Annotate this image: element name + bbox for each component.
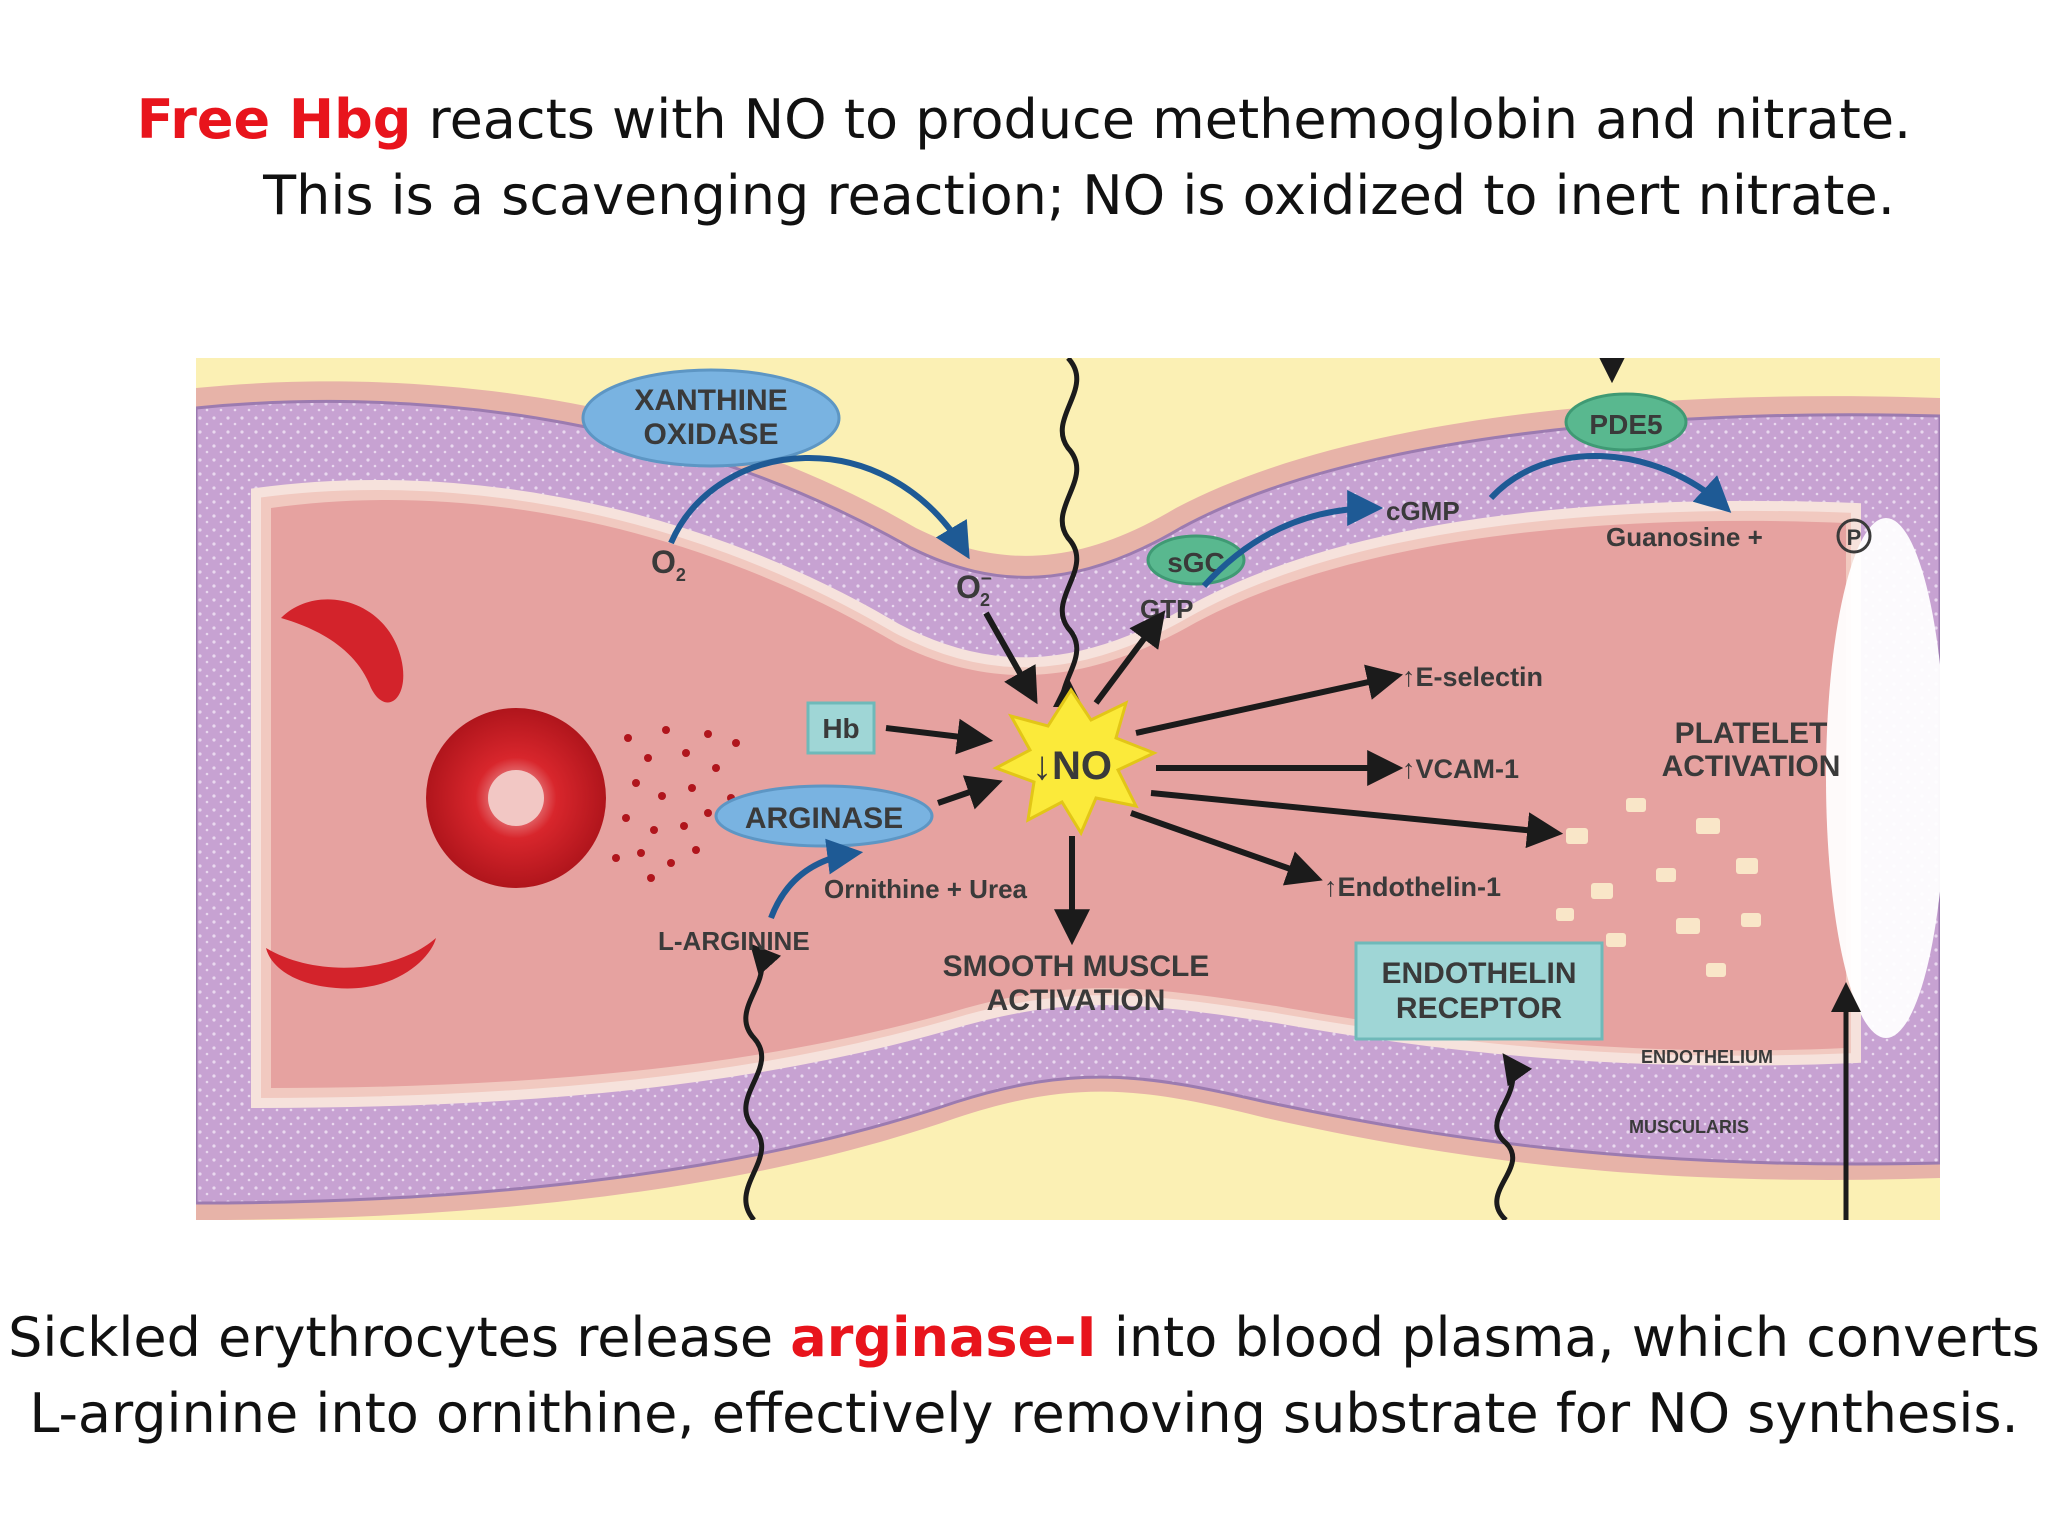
caption-top: Free Hbg reacts with NO to produce methe… (0, 82, 2048, 234)
e-selectin-label: ↑E-selectin (1402, 662, 1543, 692)
caption-bottom-line-1: Sickled erythrocytes release arginase-I … (0, 1300, 2048, 1376)
no-to-platelet-arrow (1150, 790, 1564, 849)
platelet-label-2: ACTIVATION (1662, 750, 1841, 783)
gtp-label: GTP (1140, 594, 1193, 624)
caption-top-line-1-text: reacts with NO to produce methemoglobin … (411, 88, 1912, 151)
superoxide-label: O–2 (956, 567, 992, 610)
endothelin-receptor-box (1354, 941, 1604, 1041)
cgmp-to-guanosine-arrow (1488, 452, 1732, 513)
caption-top-line-1: Free Hbg reacts with NO to produce methe… (0, 82, 2048, 158)
arginase-label: ARGINASE (745, 802, 903, 835)
arginase-to-no-arrow (937, 775, 1003, 810)
pde5-label: PDE5 (1589, 409, 1662, 440)
xanthine-oxidase-label-2: OXIDASE (643, 418, 778, 451)
l-arginine-label: L-ARGININE (658, 926, 810, 956)
ornithine-urea-label: Ornithine + Urea (824, 874, 1028, 904)
platelet-label-1: PLATELET (1675, 717, 1828, 750)
superoxide-to-no-arrow (983, 611, 1038, 705)
vessel-opening (1826, 518, 1940, 1038)
phosphate-label: P (1847, 525, 1862, 550)
pde5-badge (1564, 392, 1688, 452)
xanthine-oxidase-arrow (668, 455, 970, 560)
endothelin-receptor-label-2: RECEPTOR (1396, 992, 1562, 1025)
hb-to-no-arrow (885, 718, 994, 755)
hb-label: Hb (822, 713, 859, 744)
sgc-to-cgmp-arrow (1201, 490, 1384, 589)
endothelin-1-label: ↑Endothelin-1 (1324, 872, 1501, 902)
caption-bottom-line-1-pre: Sickled erythrocytes release (8, 1306, 791, 1369)
signal-wave-top (1059, 358, 1080, 720)
o2-label: O2 (651, 544, 686, 585)
caption-bottom-line-2: L-arginine into ornithine, effectively r… (29, 1382, 2019, 1445)
caption-bottom-highlight: arginase-I (790, 1306, 1097, 1369)
no-label: ↓NO (1032, 744, 1112, 788)
erythrocyte-center (488, 770, 544, 826)
muscularis-label: MUSCULARIS (1629, 1117, 1749, 1137)
endothelin-receptor-label-1: ENDOTHELIN (1382, 957, 1577, 990)
arginine-to-ornithine-arrow (768, 838, 864, 920)
hb-box (806, 701, 876, 755)
caption-bottom: Sickled erythrocytes release arginase-I … (0, 1300, 2048, 1452)
vascular-no-diagram: XANTHINE OXIDASE O2 O–2 sGC GTP cGMP PDE… (196, 358, 1940, 1220)
platelets (1556, 798, 1761, 977)
signal-wave-bottom-left (743, 943, 782, 1220)
endothelium-label: ENDOTHELIUM (1641, 1047, 1773, 1067)
smooth-muscle-label-1: SMOOTH MUSCLE (943, 950, 1210, 983)
arginase-badge (714, 784, 934, 848)
vcam-label: ↑VCAM-1 (1402, 754, 1519, 784)
caption-top-line-2: This is a scavenging reaction; NO is oxi… (263, 164, 1895, 227)
sickle-cell-top (281, 599, 404, 703)
cgmp-label: cGMP (1386, 496, 1460, 526)
xanthine-oxidase-label-1: XANTHINE (634, 384, 787, 417)
no-to-endothelin-arrow (1130, 810, 1323, 886)
guanosine-label: Guanosine + (1606, 522, 1763, 552)
caption-top-highlight: Free Hbg (136, 88, 412, 151)
sickle-cell-bottom (266, 938, 436, 989)
no-starburst (992, 687, 1158, 837)
no-to-gtp-arrow (1093, 610, 1166, 705)
smooth-muscle-label-2: ACTIVATION (987, 984, 1166, 1017)
signal-wave-bottom-right (1494, 1053, 1533, 1220)
caption-bottom-line-1-post: into blood plasma, which converts (1096, 1306, 2040, 1369)
phosphate-circle (1836, 518, 1872, 554)
xanthine-oxidase-badge (581, 368, 841, 468)
no-to-e-selectin-arrow (1135, 664, 1404, 736)
released-particles (612, 726, 740, 882)
